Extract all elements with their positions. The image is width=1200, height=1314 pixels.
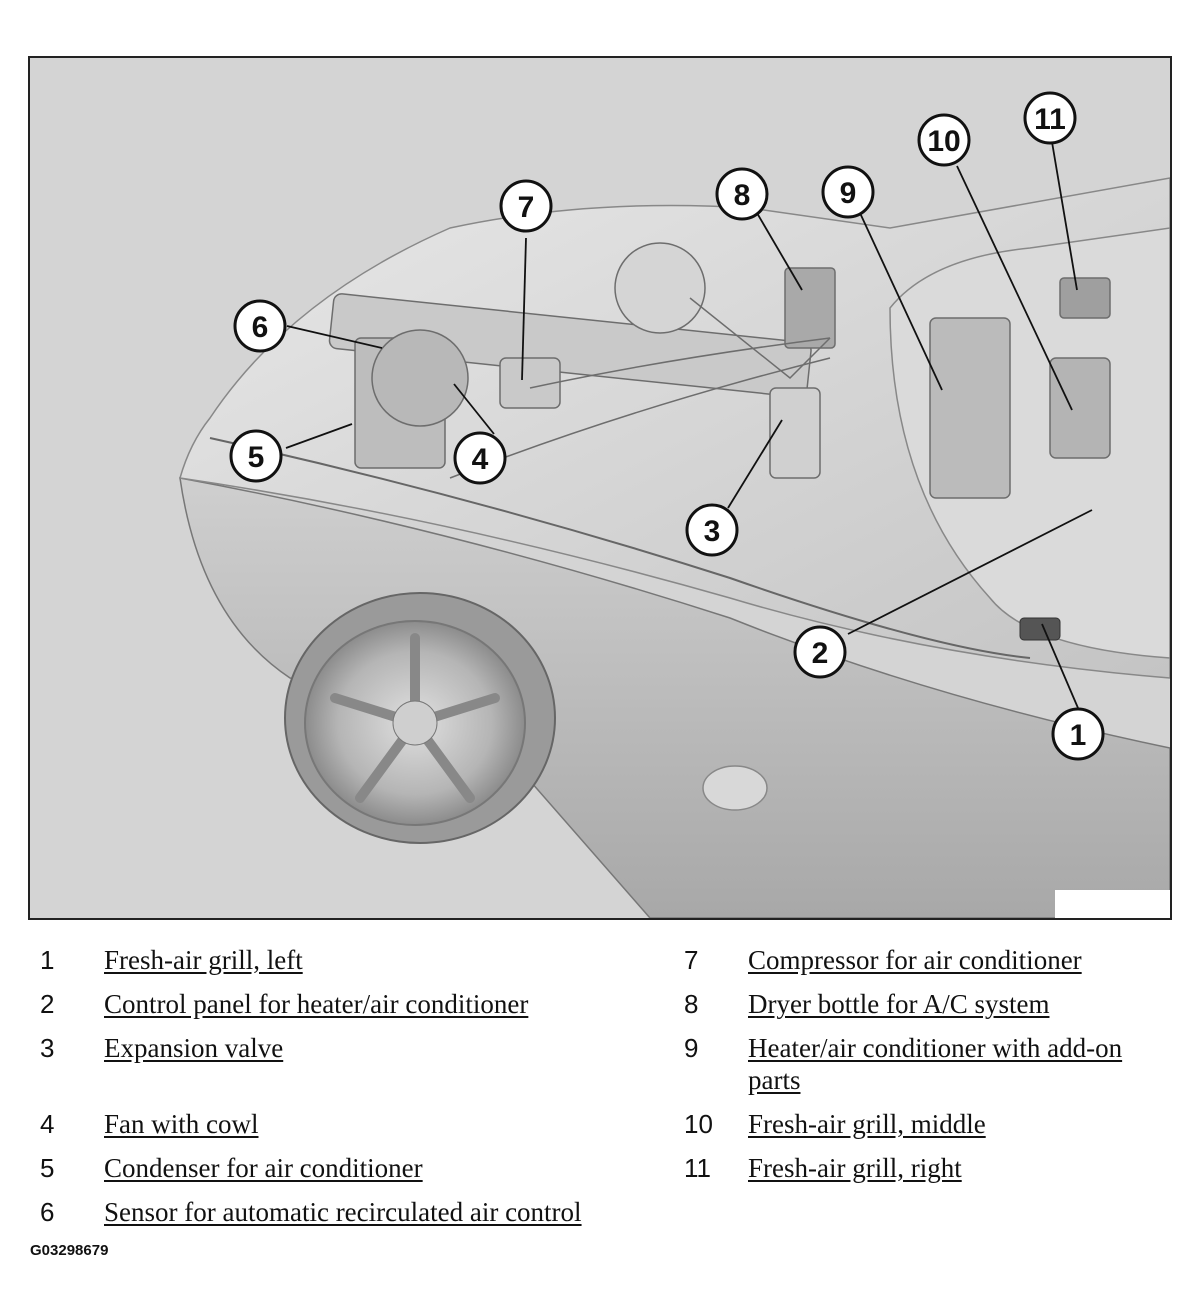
fresh-air-grill-left xyxy=(1019,617,1061,641)
legend-item-2: 2 Control panel for heater/air condition… xyxy=(40,988,640,1032)
legend-number: 2 xyxy=(40,989,55,1019)
svg-text:6: 6 xyxy=(252,311,269,344)
legend-link-sensor[interactable]: Sensor for automatic recirculated air co… xyxy=(104,1197,582,1227)
callout-10: 10 xyxy=(917,113,971,167)
legend-link-fresh-air-grill-right[interactable]: Fresh-air grill, right xyxy=(748,1153,962,1183)
legend-link-heater-air-conditioner[interactable]: Heater/air conditioner with add-on parts xyxy=(748,1033,1123,1095)
svg-text:9: 9 xyxy=(840,177,857,210)
callout-7: 7 xyxy=(499,179,553,233)
panel-line xyxy=(209,437,1031,659)
callout-9: 9 xyxy=(821,165,875,219)
legend-item-9: 9 Heater/air conditioner with add-on par… xyxy=(684,1032,1184,1108)
front-wheel xyxy=(284,592,556,844)
callout-5: 5 xyxy=(229,429,283,483)
legend-item-3: 3 Expansion valve xyxy=(40,1032,640,1108)
legend-item-11: 11 Fresh-air grill, right xyxy=(684,1152,1184,1196)
legend-number: 7 xyxy=(684,945,699,975)
svg-text:7: 7 xyxy=(518,191,535,224)
legend-number: 4 xyxy=(40,1109,55,1139)
legend-left-column: 1 Fresh-air grill, left 2 Control panel … xyxy=(40,944,640,1240)
legend-number: 11 xyxy=(684,1153,711,1183)
legend-number: 1 xyxy=(40,945,55,975)
legend-link-control-panel[interactable]: Control panel for heater/air conditioner xyxy=(104,989,529,1019)
car-body-side xyxy=(179,477,1170,918)
legend-right-column: 7 Compressor for air conditioner 8 Dryer… xyxy=(684,944,1184,1196)
legend-link-fresh-air-grill-middle[interactable]: Fresh-air grill, middle xyxy=(748,1109,986,1139)
legend-number: 6 xyxy=(40,1197,55,1227)
label-patch xyxy=(1055,890,1170,918)
svg-text:10: 10 xyxy=(927,125,960,158)
legend-link-fresh-air-grill-left[interactable]: Fresh-air grill, left xyxy=(104,945,303,975)
legend-number: 5 xyxy=(40,1153,55,1183)
legend-link-compressor[interactable]: Compressor for air conditioner xyxy=(748,945,1082,975)
callout-4: 4 xyxy=(453,431,507,485)
svg-text:11: 11 xyxy=(1034,103,1066,136)
svg-text:2: 2 xyxy=(812,637,829,670)
legend-link-fan-with-cowl[interactable]: Fan with cowl xyxy=(104,1109,259,1139)
svg-text:8: 8 xyxy=(734,179,751,212)
car-illustration: 1 2 3 4 5 6 7 8 xyxy=(179,91,1170,918)
svg-text:5: 5 xyxy=(248,441,265,474)
car-diagram: 1 2 3 4 5 6 7 8 xyxy=(28,56,1172,920)
figure-id: G03298679 xyxy=(30,1242,109,1259)
legend-item-1: 1 Fresh-air grill, left xyxy=(40,944,640,988)
svg-text:3: 3 xyxy=(704,515,721,548)
callout-2: 2 xyxy=(793,625,847,679)
side-marker xyxy=(702,765,768,811)
legend-item-7: 7 Compressor for air conditioner xyxy=(684,944,1184,988)
legend-item-6: 6 Sensor for automatic recirculated air … xyxy=(40,1196,640,1240)
legend-link-dryer-bottle[interactable]: Dryer bottle for A/C system xyxy=(748,989,1050,1019)
svg-text:4: 4 xyxy=(472,443,489,476)
legend-link-expansion-valve[interactable]: Expansion valve xyxy=(104,1033,284,1063)
legend-item-5: 5 Condenser for air conditioner xyxy=(40,1152,640,1196)
callout-8: 8 xyxy=(715,167,769,221)
callout-3: 3 xyxy=(685,503,739,557)
legend-item-4: 4 Fan with cowl xyxy=(40,1108,640,1152)
legend-item-10: 10 Fresh-air grill, middle xyxy=(684,1108,1184,1152)
callout-6: 6 xyxy=(233,299,287,353)
leader-lines xyxy=(285,141,1093,709)
callout-1: 1 xyxy=(1051,707,1105,761)
legend-number: 9 xyxy=(684,1033,699,1063)
legend-item-8: 8 Dryer bottle for A/C system xyxy=(684,988,1184,1032)
callout-11: 11 xyxy=(1023,91,1077,145)
legend-number: 8 xyxy=(684,989,699,1019)
legend-link-condenser[interactable]: Condenser for air conditioner xyxy=(104,1153,423,1183)
engine-bay xyxy=(328,242,1111,499)
legend-number: 10 xyxy=(684,1109,713,1139)
legend-number: 3 xyxy=(40,1033,55,1063)
svg-text:1: 1 xyxy=(1070,719,1087,752)
